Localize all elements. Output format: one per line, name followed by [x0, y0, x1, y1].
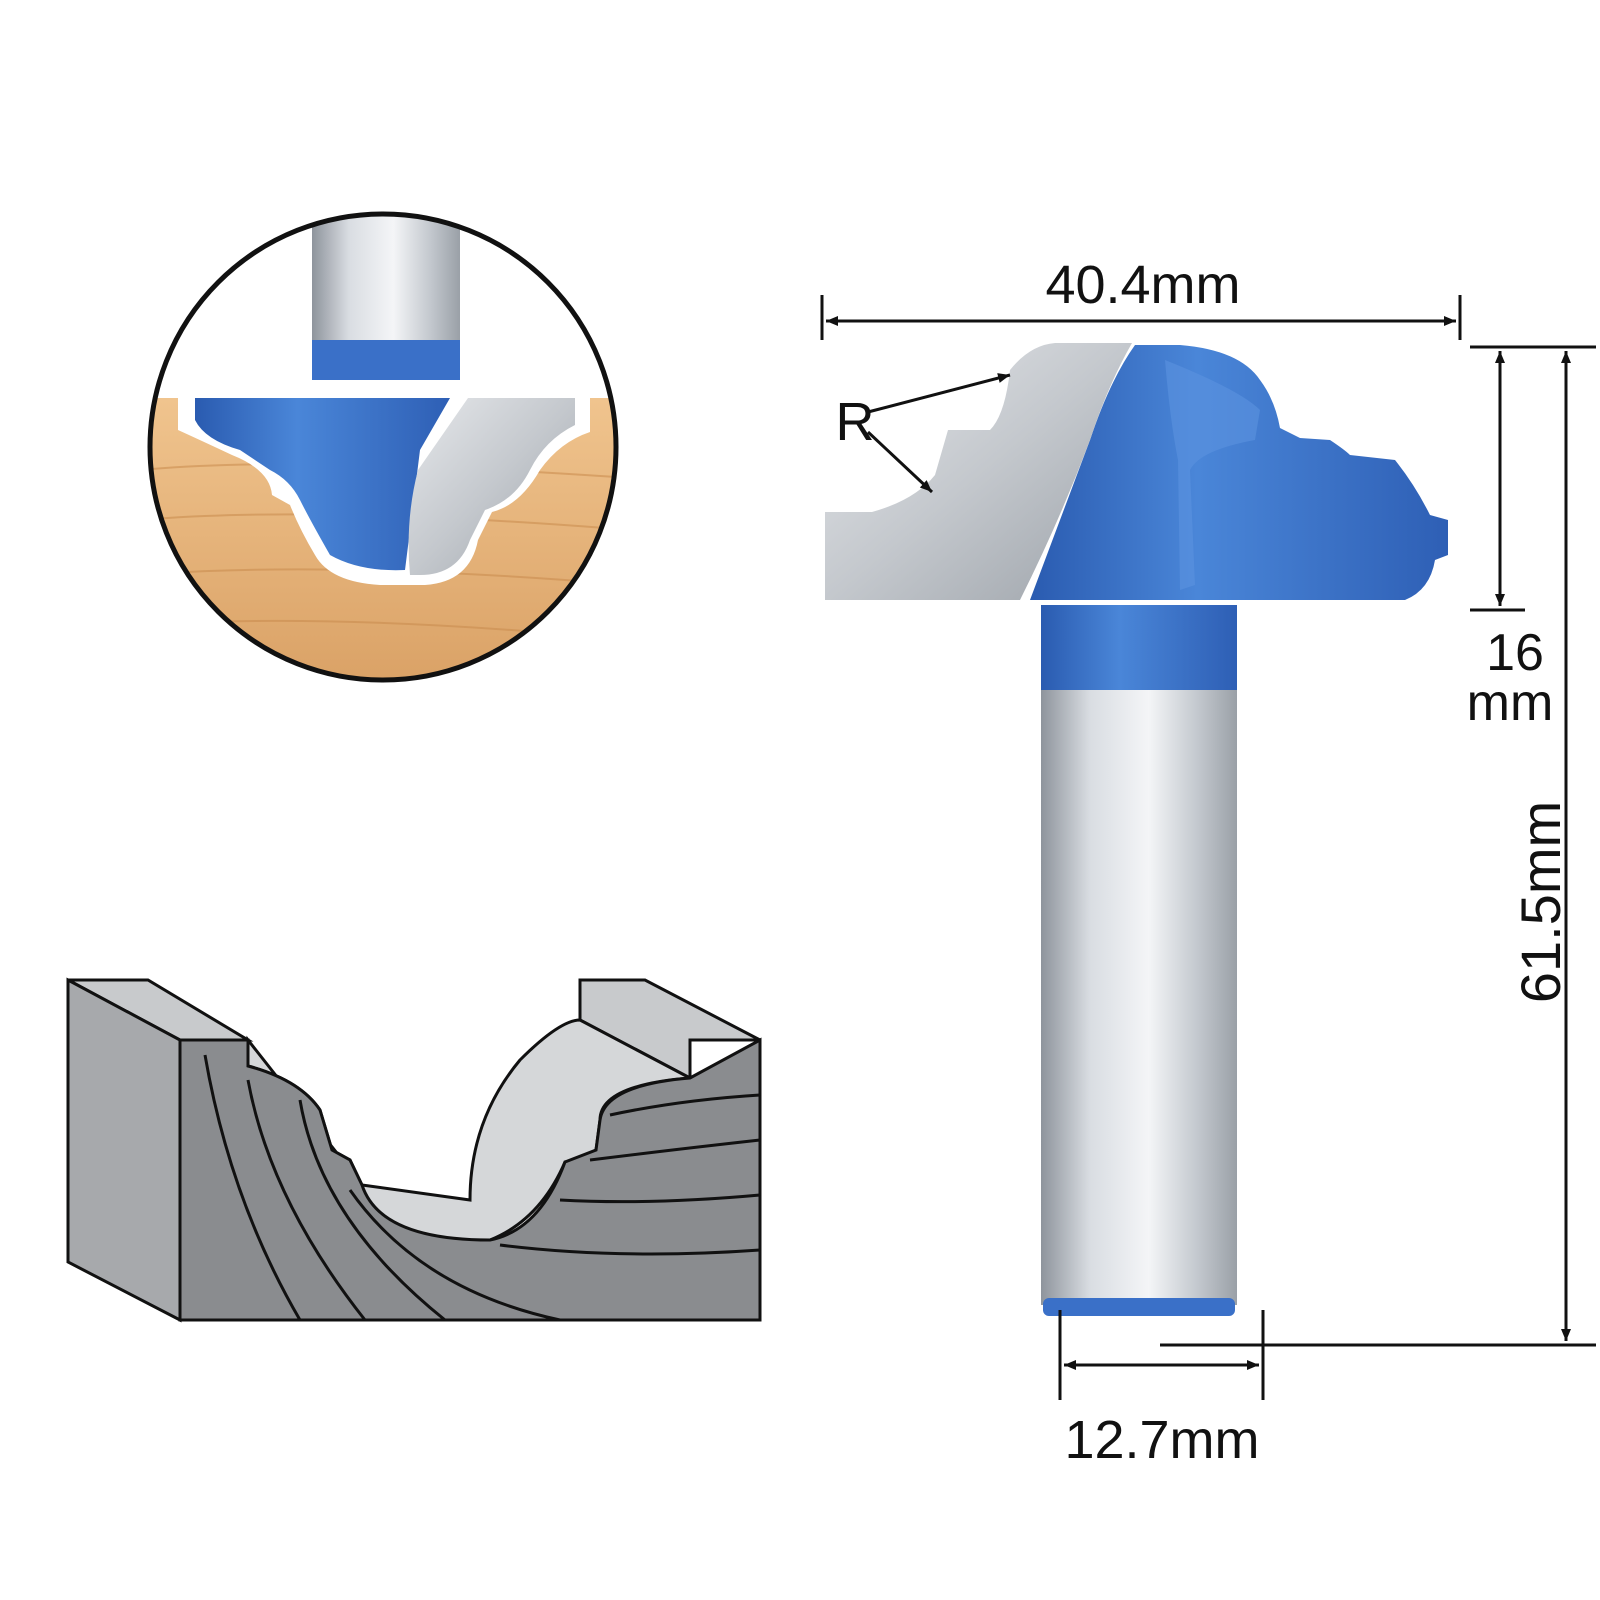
bit-blade-blue: [1030, 345, 1448, 600]
inset-blade-blue: [195, 398, 450, 571]
radius-label: R: [836, 392, 875, 452]
inset-circle-border: [147, 211, 619, 683]
shank-label: 12.7mm: [1064, 1410, 1259, 1470]
dimension-lines: [820, 295, 1596, 1400]
router-bit: [825, 343, 1448, 1316]
inset-shank: [312, 214, 460, 340]
bit-collar: [1041, 605, 1237, 690]
width-label: 40.4mm: [1045, 255, 1240, 315]
length-label: 61.5mm: [1509, 801, 1572, 1003]
radius-arrow-lower: [866, 430, 934, 494]
usage-inset: [147, 211, 619, 683]
bit-shank: [1041, 685, 1237, 1305]
height-label-value: 16: [1486, 624, 1544, 682]
profile-block: [66, 977, 762, 1323]
height-label-unit: mm: [1467, 674, 1554, 732]
radius-arrow-upper: [867, 373, 1011, 414]
inset-blade-steel: [408, 398, 575, 575]
bit-blade-steel: [825, 343, 1132, 600]
inset-collar: [312, 335, 460, 380]
shank-end-cap: [1043, 1298, 1235, 1316]
